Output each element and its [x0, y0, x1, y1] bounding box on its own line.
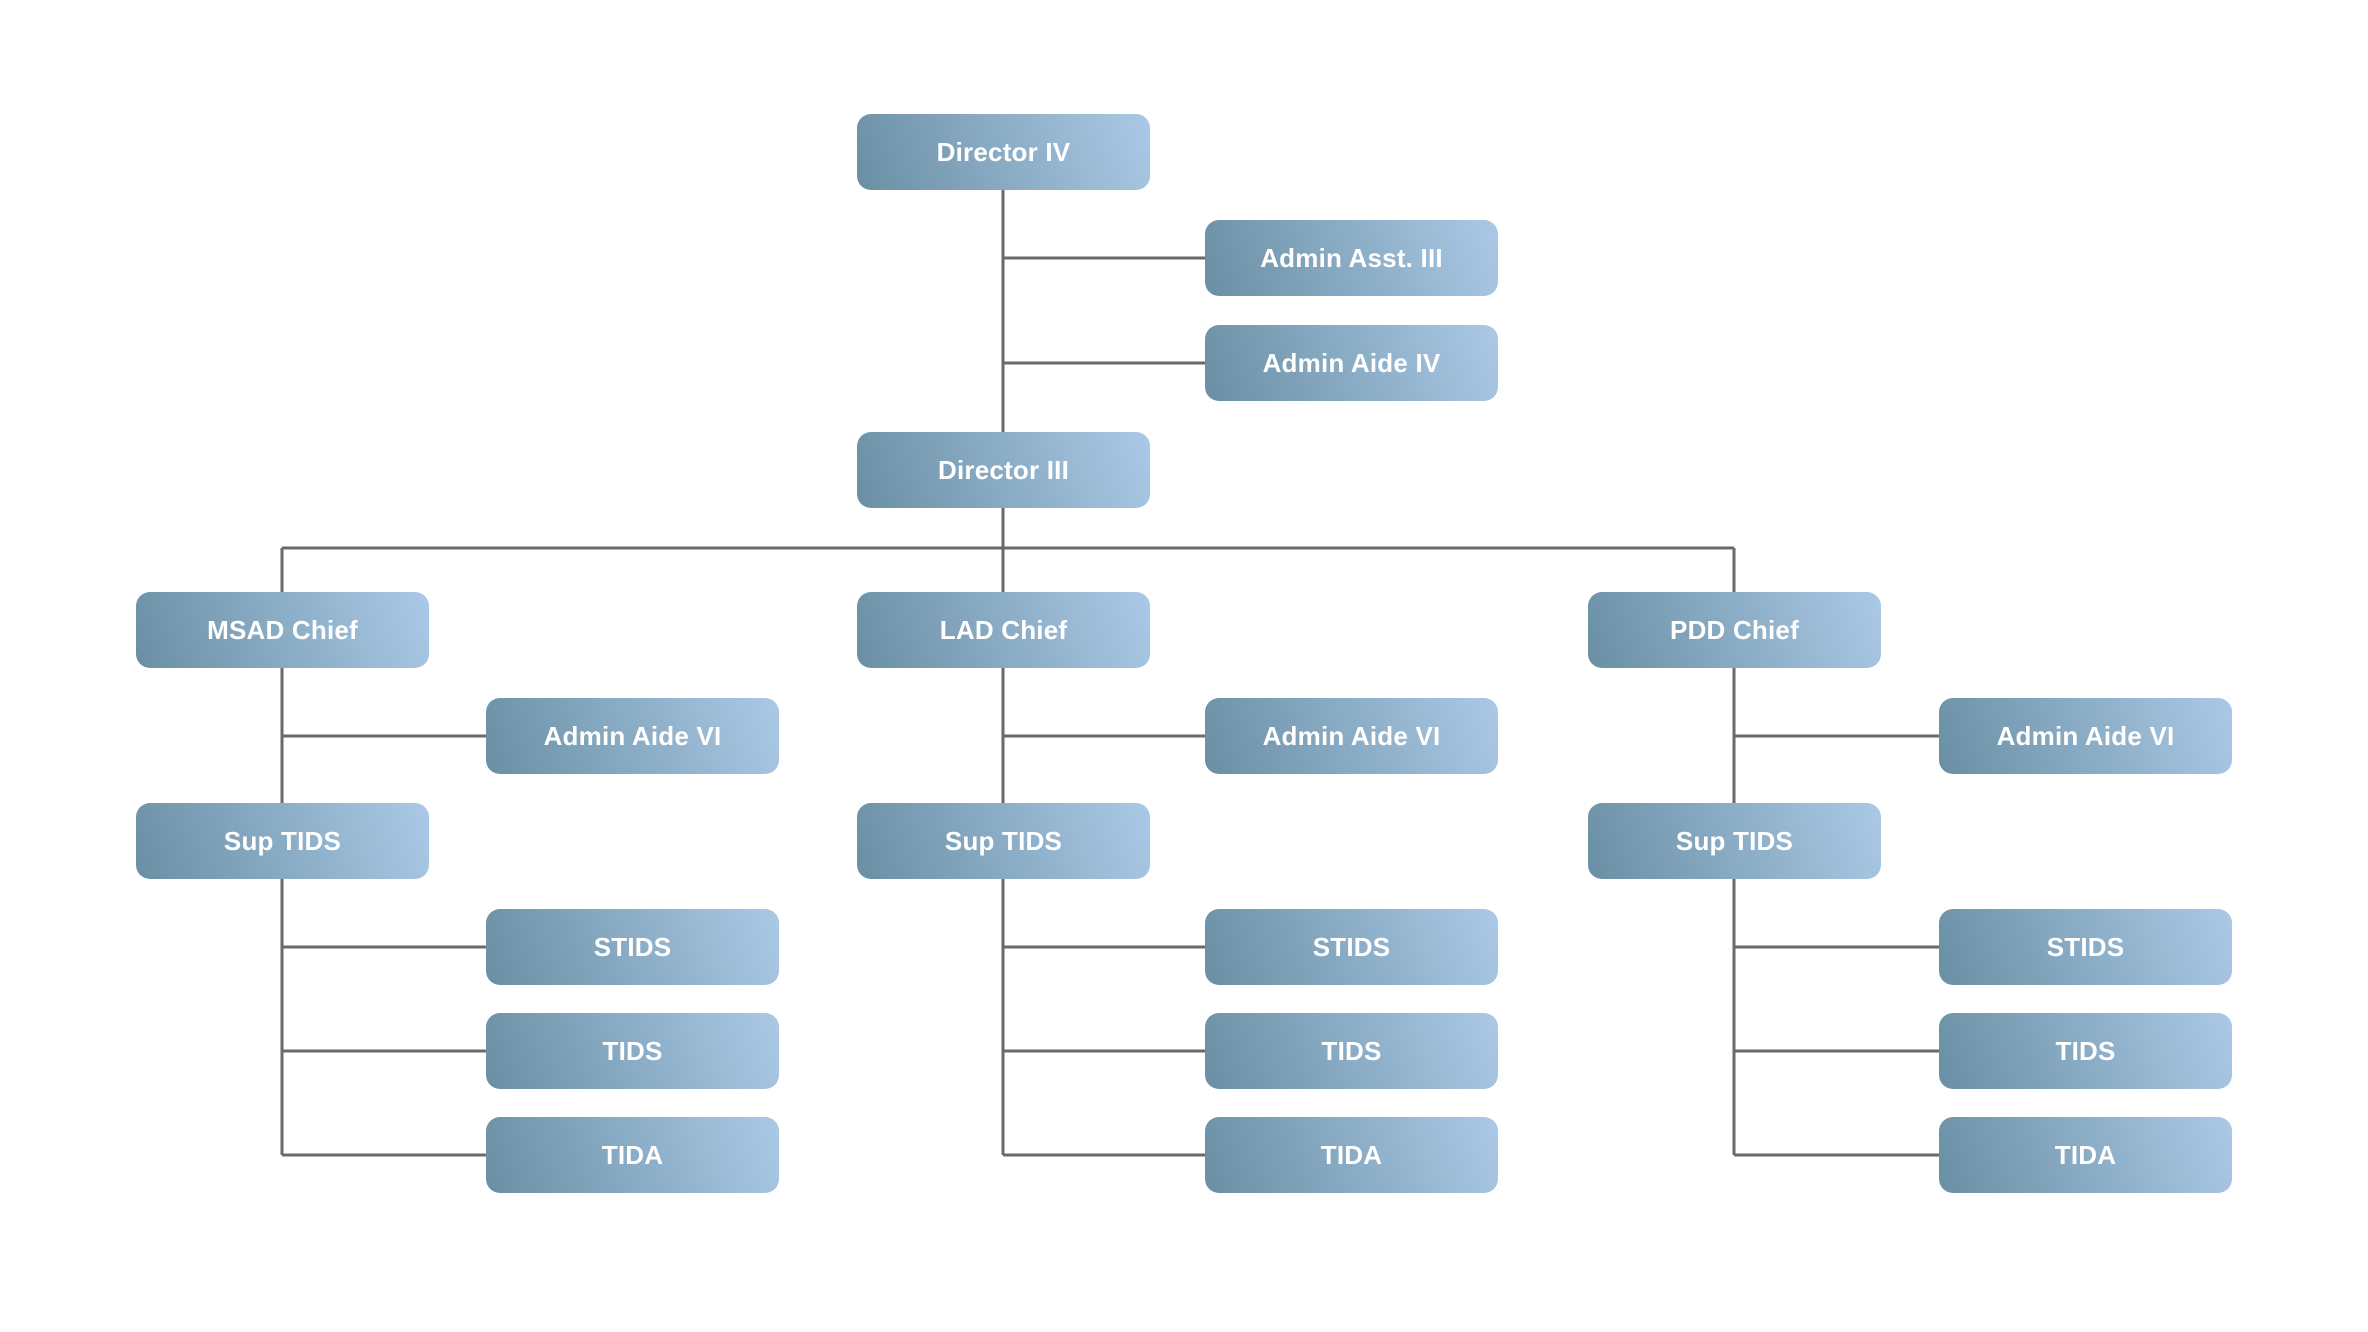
- org-node-label: TIDA: [1320, 1139, 1383, 1170]
- org-node-tids-msad[interactable]: TIDS: [486, 1013, 779, 1089]
- org-node-lad-chief[interactable]: LAD Chief: [857, 592, 1150, 668]
- org-node-stids-pdd[interactable]: STIDS: [1939, 909, 2232, 985]
- org-node-admin-aide-vi-pdd[interactable]: Admin Aide VI: [1939, 698, 2232, 774]
- org-node-tids-pdd[interactable]: TIDS: [1939, 1013, 2232, 1089]
- org-node-label: TIDA: [2054, 1139, 2117, 1170]
- org-node-director-iv[interactable]: Director IV: [857, 114, 1150, 190]
- org-node-label: TIDS: [2055, 1035, 2116, 1066]
- org-node-stids-msad[interactable]: STIDS: [486, 909, 779, 985]
- org-node-label: Admin Aide VI: [543, 720, 722, 751]
- org-node-label: Sup TIDS: [1675, 825, 1794, 856]
- org-node-label: Director III: [938, 454, 1069, 485]
- org-node-label: STIDS: [2046, 931, 2125, 962]
- org-node-sup-tids-pdd[interactable]: Sup TIDS: [1588, 803, 1881, 879]
- org-node-tida-lad[interactable]: TIDA: [1205, 1117, 1498, 1193]
- org-node-label: STIDS: [1312, 931, 1391, 962]
- org-node-sup-tids-lad[interactable]: Sup TIDS: [857, 803, 1150, 879]
- org-node-stids-lad[interactable]: STIDS: [1205, 909, 1498, 985]
- org-node-admin-aide-vi-msad[interactable]: Admin Aide VI: [486, 698, 779, 774]
- org-node-msad-chief[interactable]: MSAD Chief: [136, 592, 429, 668]
- org-node-label: TIDS: [1321, 1035, 1382, 1066]
- org-node-admin-aide-vi-lad[interactable]: Admin Aide VI: [1205, 698, 1498, 774]
- org-node-tida-pdd[interactable]: TIDA: [1939, 1117, 2232, 1193]
- org-node-label: LAD Chief: [939, 614, 1068, 645]
- org-node-label: MSAD Chief: [207, 614, 358, 645]
- org-node-admin-asst-iii[interactable]: Admin Asst. III: [1205, 220, 1498, 296]
- org-node-sup-tids-msad[interactable]: Sup TIDS: [136, 803, 429, 879]
- org-node-label: Director IV: [936, 136, 1071, 167]
- org-node-label: TIDA: [601, 1139, 664, 1170]
- org-node-pdd-chief[interactable]: PDD Chief: [1588, 592, 1881, 668]
- org-node-label: PDD Chief: [1670, 614, 1799, 645]
- org-node-label: STIDS: [593, 931, 672, 962]
- org-node-admin-aide-iv[interactable]: Admin Aide IV: [1205, 325, 1498, 401]
- org-node-label: Sup TIDS: [944, 825, 1063, 856]
- org-node-label: Admin Aide VI: [1996, 720, 2175, 751]
- org-node-label: Admin Aide VI: [1262, 720, 1441, 751]
- org-node-director-iii[interactable]: Director III: [857, 432, 1150, 508]
- org-node-label: Admin Asst. III: [1260, 242, 1443, 273]
- org-node-tids-lad[interactable]: TIDS: [1205, 1013, 1498, 1089]
- org-node-label: Admin Aide IV: [1262, 347, 1441, 378]
- org-node-label: Sup TIDS: [223, 825, 342, 856]
- org-node-label: TIDS: [602, 1035, 663, 1066]
- org-node-tida-msad[interactable]: TIDA: [486, 1117, 779, 1193]
